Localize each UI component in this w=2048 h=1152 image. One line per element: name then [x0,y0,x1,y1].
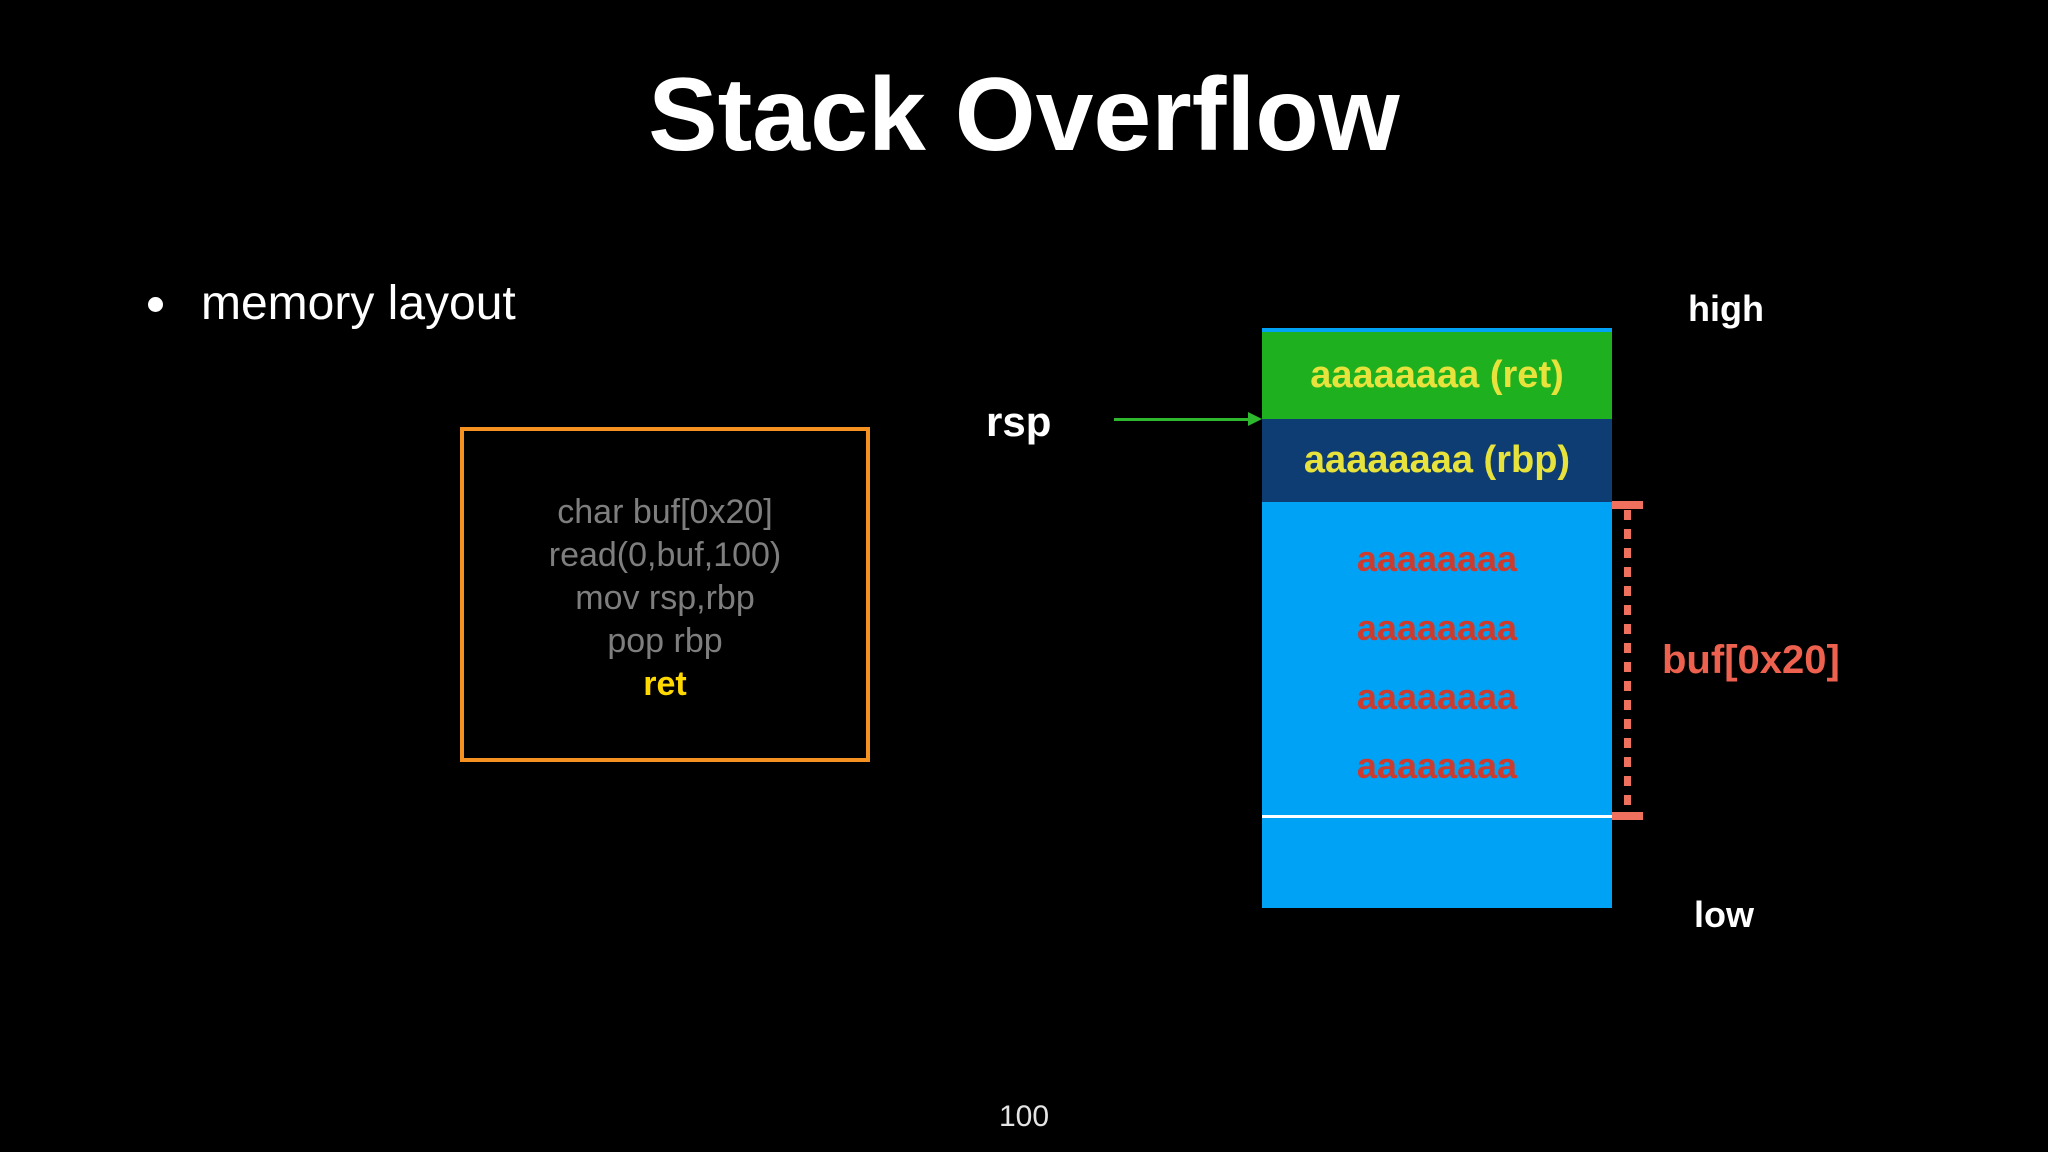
low-address-label: low [1694,894,1754,935]
stack-diagram: aaaaaaaa (ret) aaaaaaaa (rbp) aaaaaaaa a… [1262,328,1612,908]
buffer-entry: aaaaaaaa [1356,538,1518,579]
bullet-label: memory layout [201,277,516,330]
buffer-entry: aaaaaaaa [1356,607,1518,648]
bullet-icon [148,297,163,312]
slide-title: Stack Overflow [648,57,1400,173]
buf-size-label: buf[0x20] [1662,638,1840,682]
stack-row-rbp: aaaaaaaa (rbp) [1262,419,1612,502]
code-line: pop rbp [607,622,723,660]
buf-bracket-top-cap-icon [1612,501,1643,509]
code-line: char buf[0x20] [557,493,773,531]
buffer-end-divider [1262,815,1612,818]
bullet-item: memory layout [148,276,516,332]
buf-bracket-icon [1624,510,1631,812]
code-line-ret: ret [643,665,687,703]
buffer-entry: aaaaaaaa [1356,745,1518,786]
rsp-arrowhead-icon [1248,412,1262,426]
stack-row-ret: aaaaaaaa (ret) [1262,332,1612,419]
buffer-entry: aaaaaaaa [1356,676,1518,717]
high-address-label: high [1688,288,1764,329]
buf-bracket-bottom-cap-icon [1612,812,1643,820]
code-line: read(0,buf,100) [548,536,782,574]
code-box: char buf[0x20] read(0,buf,100) mov rsp,r… [460,427,870,762]
rsp-register-label: rsp [986,398,1052,445]
code-line: mov rsp,rbp [575,579,755,617]
code-lines: char buf[0x20] read(0,buf,100) mov rsp,r… [464,431,866,706]
rsp-arrow-icon [1114,418,1250,421]
page-number: 100 [998,1100,1050,1133]
